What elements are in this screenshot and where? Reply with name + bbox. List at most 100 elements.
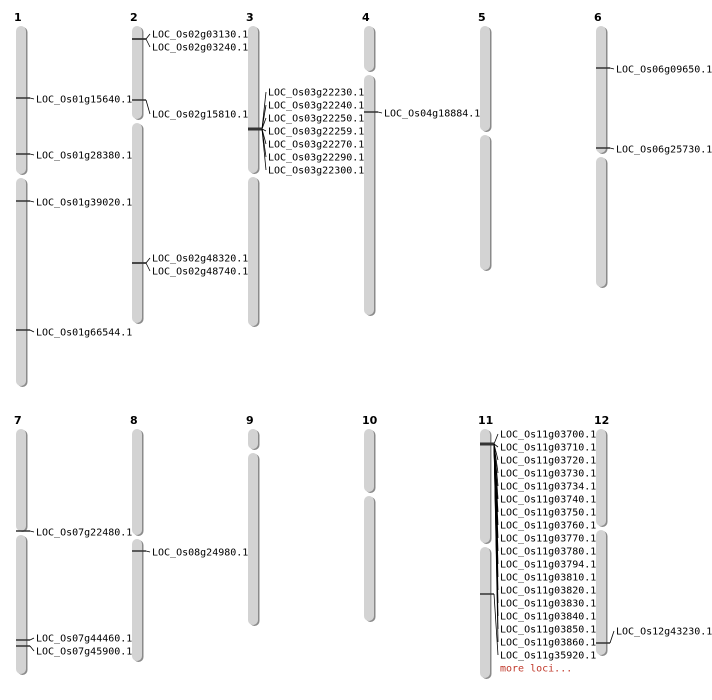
locus-label[interactable]: LOC_Os07g22480.1 [36,528,132,539]
locus-connector [145,550,151,553]
chromosome-9[interactable]: 9 [246,414,260,626]
chromosome-2[interactable]: 2LOC_Os02g03130.1LOC_Os02g03240.1LOC_Os0… [130,11,248,324]
short-arm [248,26,258,173]
long-arm [248,453,258,625]
locus-label[interactable]: LOC_Os02g03240.1 [152,43,248,54]
locus-label[interactable]: LOC_Os12g43230.1 [616,627,712,638]
locus-label[interactable]: LOC_Os11g03840.1 [500,612,596,623]
chromosome-number: 1 [14,11,22,24]
locus-label[interactable]: LOC_Os04g18884.1 [384,109,480,120]
locus-label[interactable]: LOC_Os11g03770.1 [500,534,596,545]
short-arm [132,26,142,119]
locus-label[interactable]: LOC_Os11g03720.1 [500,456,596,467]
locus-label[interactable]: LOC_Os01g15640.1 [36,95,132,106]
long-arm [248,177,258,326]
locus-connector [145,38,151,48]
long-arm [364,75,374,315]
locus-connector [493,593,499,656]
chromosome-7[interactable]: 7LOC_Os07g22480.1LOC_Os07g44460.1LOC_Os0… [14,414,132,675]
locus-label[interactable]: LOC_Os11g03760.1 [500,521,596,532]
chromosome-5[interactable]: 5 [478,11,492,271]
locus-label[interactable]: LOC_Os02g48320.1 [152,254,248,265]
locus-connector [261,128,267,132]
short-arm [132,429,142,535]
locus-label[interactable]: LOC_Os03g22250.1 [268,114,364,125]
locus-label[interactable]: LOC_Os01g66544.1 [36,328,132,339]
locus-label[interactable]: LOC_Os03g22259.1 [268,127,364,138]
locus-label[interactable]: LOC_Os03g22230.1 [268,88,364,99]
locus-connector [261,104,267,130]
locus-label[interactable]: LOC_Os08g24980.1 [152,548,248,559]
locus-connector [29,97,35,100]
locus-label[interactable]: LOC_Os11g03750.1 [500,508,596,519]
locus-connector [493,433,499,445]
locus-connector [29,530,35,533]
locus-label[interactable]: LOC_Os01g39020.1 [36,198,132,209]
long-arm [480,135,490,270]
chromosome-3[interactable]: 3LOC_Os03g22230.1LOC_Os03g22240.1LOC_Os0… [246,11,364,327]
locus-label[interactable]: LOC_Os03g22300.1 [268,166,364,177]
locus-label[interactable]: LOC_Os03g22270.1 [268,140,364,151]
long-arm [16,535,26,674]
short-arm [364,429,374,492]
short-arm [364,26,374,71]
chromosome-number: 11 [478,414,493,427]
locus-connector [377,111,383,114]
locus-label[interactable]: LOC_Os11g03810.1 [500,573,596,584]
chromosome-number: 4 [362,11,370,24]
locus-label[interactable]: LOC_Os11g03794.1 [500,560,596,571]
locus-label[interactable]: LOC_Os11g03780.1 [500,547,596,558]
more-loci-link[interactable]: more loci... [500,664,572,675]
locus-label[interactable]: LOC_Os03g22240.1 [268,101,364,112]
chromosome-number: 7 [14,414,22,427]
chromosome-11[interactable]: 11LOC_Os11g03700.1LOC_Os11g03710.1LOC_Os… [478,414,596,679]
locus-label[interactable]: LOC_Os11g03820.1 [500,586,596,597]
short-arm [16,429,26,531]
short-arm [596,26,606,153]
locus-label[interactable]: LOC_Os07g45900.1 [36,647,132,658]
long-arm [596,530,606,655]
locus-connector [609,630,615,644]
locus-label[interactable]: LOC_Os11g03740.1 [500,495,596,506]
chromosome-number: 6 [594,11,602,24]
locus-label[interactable]: LOC_Os11g03700.1 [500,430,596,441]
long-arm [132,539,142,661]
locus-label[interactable]: LOC_Os11g03734.1 [500,482,596,493]
locus-label[interactable]: LOC_Os11g03860.1 [500,638,596,649]
long-arm [596,157,606,287]
locus-connector [145,33,151,40]
chromosome-number: 3 [246,11,254,24]
locus-label[interactable]: LOC_Os11g03850.1 [500,625,596,636]
locus-label[interactable]: LOC_Os11g35920.1 [500,651,596,662]
locus-connector [145,262,151,272]
chromosome-number: 9 [246,414,254,427]
locus-label[interactable]: LOC_Os11g03710.1 [500,443,596,454]
locus-label[interactable]: LOC_Os06g09650.1 [616,65,712,76]
locus-label[interactable]: LOC_Os02g03130.1 [152,30,248,41]
locus-connector [29,200,35,203]
chromosome-number: 8 [130,414,138,427]
locus-label[interactable]: LOC_Os06g25730.1 [616,145,712,156]
locus-connector [609,67,615,70]
locus-label[interactable]: LOC_Os02g48740.1 [152,267,248,278]
chromosome-10[interactable]: 10 [362,414,378,622]
locus-connector [29,329,35,333]
long-arm [132,123,142,323]
locus-label[interactable]: LOC_Os01g28380.1 [36,151,132,162]
locus-connector [29,637,35,641]
chromosome-1[interactable]: 1LOC_Os01g15640.1LOC_Os01g28380.1LOC_Os0… [14,11,132,387]
locus-label[interactable]: LOC_Os02g15810.1 [152,110,248,121]
locus-connector [261,128,267,171]
short-arm [596,429,606,526]
locus-label[interactable]: LOC_Os03g22290.1 [268,153,364,164]
locus-label[interactable]: LOC_Os07g44460.1 [36,634,132,645]
locus-connector [609,147,615,150]
locus-label[interactable]: LOC_Os11g03730.1 [500,469,596,480]
locus-label[interactable]: LOC_Os11g03830.1 [500,599,596,610]
chromosome-number: 2 [130,11,138,24]
